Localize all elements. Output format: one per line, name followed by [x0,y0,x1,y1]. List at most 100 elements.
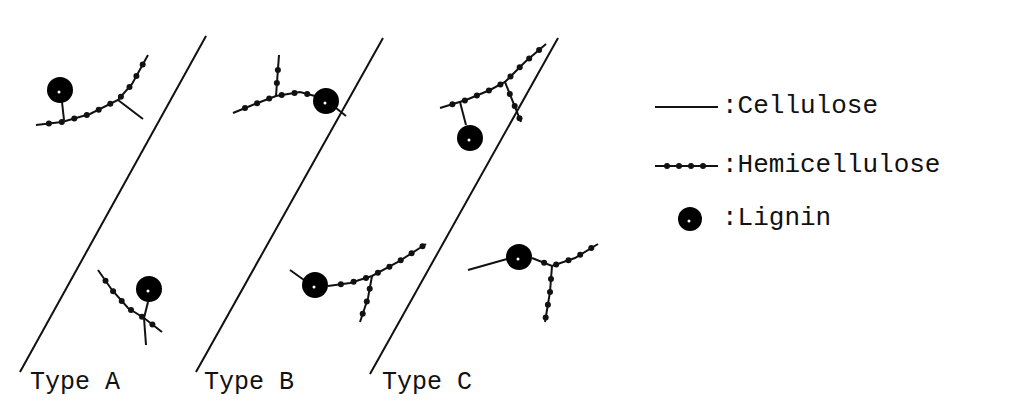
sugar-unit-dot [462,97,468,103]
sugar-unit-dot [700,163,706,169]
sugar-unit-dot [676,163,682,169]
sugar-unit-dot [398,257,404,263]
sugar-unit-dot [364,299,370,305]
lignin-highlight [324,102,327,105]
sugar-unit-dot [351,279,357,285]
sugar-unit-dot [474,93,480,99]
bond-line [460,102,466,125]
sugar-unit-dot [110,288,116,294]
sugar-unit-dot [118,94,124,100]
sugar-unit-dot [512,103,518,109]
sugar-unit-dot [107,101,113,107]
sugar-unit-dot [566,257,572,263]
sugar-unit-dot [103,278,109,284]
sugar-unit-dot [71,116,77,122]
sugar-unit-dot [508,74,514,80]
cellulose-sample [655,106,718,108]
sugar-unit-dot [548,276,554,282]
sugar-unit-dot [242,105,248,111]
sugar-unit-dot [375,270,381,276]
hemicellulose-chain [144,302,148,318]
sugar-unit-dot [507,91,513,97]
sugar-unit-dot [588,245,594,251]
hemicellulose-chain [328,244,426,286]
sugar-unit-dot [360,311,366,317]
cellulose-line [196,38,383,372]
sugar-unit-dot [119,298,125,304]
sugar-unit-dot [536,47,542,53]
hemicellulose-chain [276,55,279,96]
lignin-balls [47,77,532,302]
sugar-unit-dot [664,163,670,169]
sugar-unit-dot [545,302,551,308]
sugar-unit-dot [46,121,52,127]
sugar-unit-dot [304,91,310,97]
sugar-unit-dot [274,80,280,86]
sugar-unit-dot [254,100,260,106]
sugar-unit-dot [517,64,523,70]
sugar-unit-dot [486,88,492,94]
type-label: Type B [204,370,294,395]
lignin-highlight [313,286,316,289]
lignin-highlight [147,290,150,293]
sugar-unit-dot [547,289,553,295]
legend-samples [655,107,718,231]
sugar-unit-dot [497,81,503,87]
lignin-ball [313,88,339,114]
sugar-unit-dot [420,243,426,249]
sugar-unit-dot [449,101,455,107]
sugar-unit-dot [292,90,298,96]
lignin-highlight [688,220,691,223]
lignin-ball [136,276,162,302]
lignin-ball [302,272,328,298]
cellulose-line [20,36,206,372]
hemicellulose-chain [360,276,372,322]
lignin-ball [506,244,532,270]
bond-line [290,270,304,280]
type-label: Type C [382,370,472,395]
sugar-unit-dot [526,55,532,61]
sugar-unit-dot [149,322,155,328]
lignin-highlight [517,258,520,261]
sugar-unit-dot [338,281,344,287]
lignin-ball [457,125,483,151]
sugar-unit-dot [409,250,415,256]
sugar-unit-dot [553,262,559,268]
lignin-ball [678,207,702,231]
sugar-unit-dot [517,115,523,121]
bond-line [468,259,507,270]
sugar-unit-dot [133,73,139,79]
sugar-unit-dot [96,107,102,113]
hemicellulose-sample [655,163,718,231]
legend-text: :Lignin [722,205,831,231]
sugar-unit-dot [275,67,281,73]
bond-line [336,108,346,116]
sugar-unit-dot [543,315,549,321]
hemicellulose-chain [144,318,146,345]
type-label: Type A [30,370,120,395]
hemicellulose-chains [36,44,598,345]
legend-text: :Hemicellulose [722,152,940,178]
hemicellulose-chain [233,92,315,113]
sugar-unit-dot [128,307,134,313]
hemicellulose-chain [440,44,546,108]
lignin-highlight [468,139,471,142]
sugar-unit-dot [367,286,373,292]
hemicellulose-chain [118,100,143,119]
sugar-unit-dot [140,62,146,68]
lignin-ball [47,77,73,103]
hemicellulose-chain [98,270,162,332]
sugar-unit-dot [541,260,547,266]
cellulose-line [370,38,558,374]
lignin-highlight [58,91,61,94]
bond-line [62,102,64,120]
hemicellulose-chain [545,266,552,322]
sugar-unit-dot [127,84,133,90]
sugar-unit-dot [84,112,90,118]
hemicellulose-chain [532,244,598,266]
hemicellulose-chain [36,55,148,125]
sugar-unit-dot [386,264,392,270]
sugar-unit-dot [577,252,583,258]
cellulose-lines [20,36,558,374]
